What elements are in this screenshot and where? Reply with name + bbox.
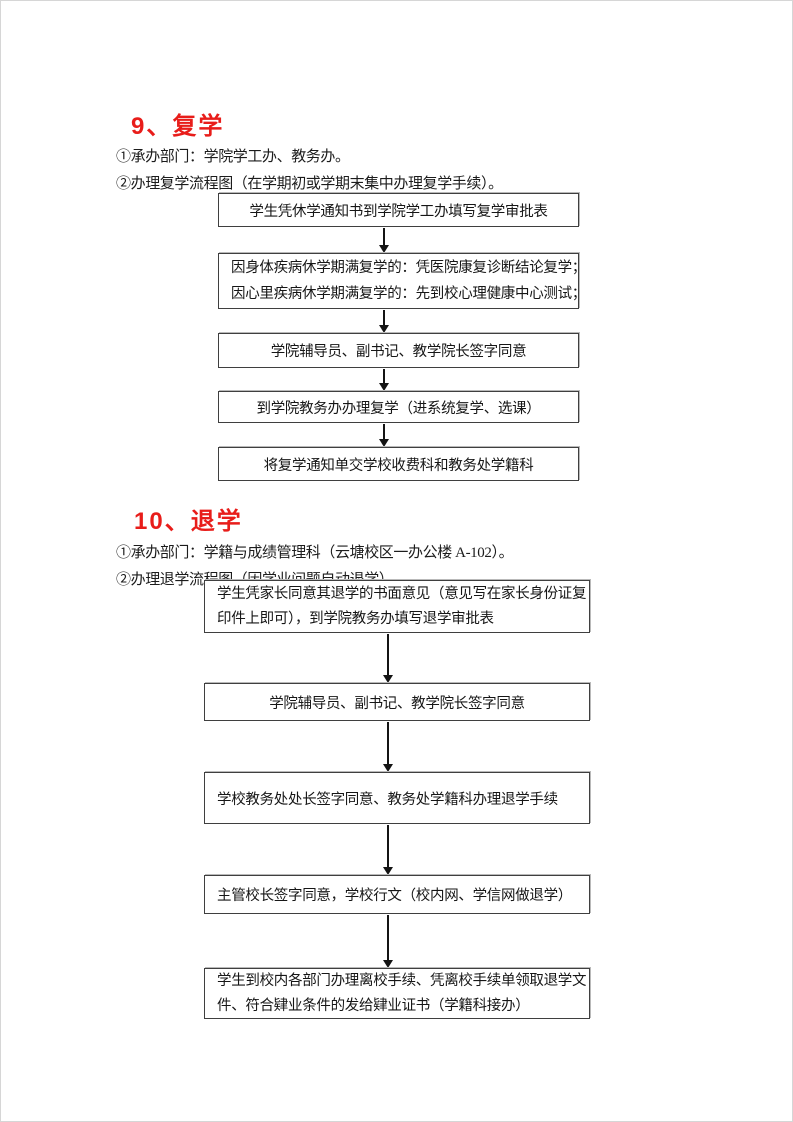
flowchart-box: 学院辅导员、副书记、教学院长签字同意 (204, 683, 590, 721)
flowchart-box-text: 学院辅导员、副书记、教学院长签字同意 (269, 695, 525, 712)
flow-arrow-down-icon (383, 825, 393, 875)
flow-arrow-down-icon (379, 310, 389, 333)
flow-arrow-down-icon (379, 369, 389, 391)
flowchart-box-text: 学校教务处处长签字同意、教务处学籍科办理退学手续 (217, 791, 558, 808)
flowchart-box: 主管校长签字同意，学校行文（校内网、学信网做退学） (204, 875, 590, 914)
dept-line: ①承办部门：学籍与成绩管理科（云塘校区一办公楼 A-102）。 (116, 545, 514, 561)
flowchart-box: 学生到校内各部门办理离校手续、凭离校手续单领取退学文 件、符合肄业条件的发给肄业… (204, 968, 590, 1019)
section-title-withdrawal: 10、退学 (134, 508, 243, 535)
flow-arrow-down-icon (383, 915, 393, 968)
flowchart-box: 将复学通知单交学校收费科和教务处学籍科 (218, 447, 579, 481)
flowchart-box-text: 印件上即可），到学院教务办填写退学审批表 (217, 610, 494, 627)
flowchart-box-text: 因心里疾病休学期满复学的：先到校心理健康中心测试； (231, 286, 586, 302)
flow-intro-line: ②办理复学流程图（在学期初或学期末集中办理复学手续）。 (116, 176, 503, 192)
dept-line: ①承办部门：学院学工办、教务办。 (116, 149, 350, 165)
flowchart-box-text: 学院辅导员、副书记、教学院长签字同意 (270, 344, 527, 360)
flowchart-box-text: 学生凭休学通知书到学院学工办填写复学审批表 (249, 203, 548, 220)
flowchart-box: 到学院教务办办理复学（进系统复学、选课） (218, 391, 579, 423)
flowchart-box-text: 学生到校内各部门办理离校手续、凭离校手续单领取退学文 (217, 972, 587, 989)
section-title-resume-study: 9、复学 (131, 113, 225, 140)
flowchart-box: 学生凭休学通知书到学院学工办填写复学审批表 (218, 193, 579, 227)
flow-arrow-down-icon (383, 722, 393, 772)
flow-arrow-down-icon (383, 634, 393, 683)
flow-arrow-down-icon (379, 424, 389, 447)
flowchart-box: 学院辅导员、副书记、教学院长签字同意 (218, 333, 579, 368)
flowchart-box: 学生凭家长同意其退学的书面意见（意见写在家长身份证复 印件上即可），到学院教务办… (204, 580, 590, 633)
flowchart-box-text: 将复学通知单交学校收费科和教务处学籍科 (263, 457, 534, 474)
flowchart-box-text: 因身体疾病休学期满复学的：凭医院康复诊断结论复学； (231, 260, 586, 276)
flowchart-box-text: 到学院教务办办理复学（进系统复学、选课） (256, 400, 541, 417)
flowchart-box-text: 主管校长签字同意，学校行文（校内网、学信网做退学） (217, 888, 572, 904)
flow-arrow-down-icon (379, 228, 389, 253)
flowchart-box-text: 学生凭家长同意其退学的书面意见（意见写在家长身份证复 (217, 585, 587, 602)
flowchart-box-text: 件、符合肄业条件的发给肄业证书（学籍科接办） (217, 997, 530, 1014)
flowchart-box: 因身体疾病休学期满复学的：凭医院康复诊断结论复学； 因心里疾病休学期满复学的：先… (218, 253, 586, 309)
flowchart-box: 学校教务处处长签字同意、教务处学籍科办理退学手续 (204, 772, 590, 824)
